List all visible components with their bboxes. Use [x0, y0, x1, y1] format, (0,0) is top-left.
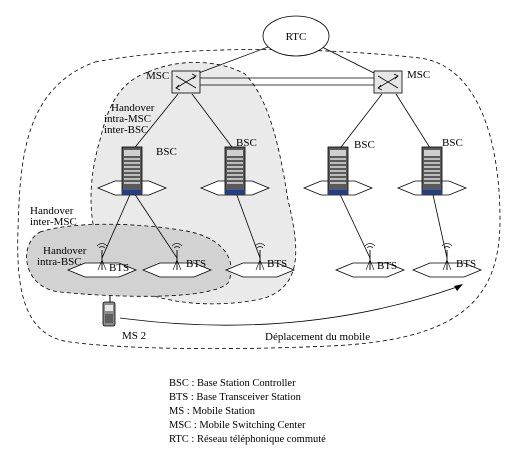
- movement-arrow: [119, 285, 461, 326]
- mobile-phone-icon: [102, 296, 116, 327]
- msc-left-label: MSC: [146, 70, 169, 82]
- bts5-label: BTS: [456, 258, 476, 270]
- intra-msc-handover-label-3: inter-BSC: [104, 124, 148, 136]
- legend-item: MS : Mobile Station: [169, 406, 256, 417]
- legend-item: BTS : Base Transceiver Station: [169, 392, 302, 403]
- msc-right-label: MSC: [407, 69, 430, 81]
- movement-label: Déplacement du mobile: [265, 331, 370, 343]
- bts2-label: BTS: [186, 258, 206, 270]
- legend-item: RTC : Réseau téléphonique commuté: [169, 434, 326, 445]
- ms-label: MS 2: [122, 330, 146, 342]
- bsc4-label: BSC: [442, 137, 463, 149]
- movement-arrowhead-icon: [454, 284, 463, 291]
- rtc-node: [262, 15, 330, 57]
- bsc4-server-icon: [421, 146, 443, 195]
- legend: BSC : Base Station Controller BTS : Base…: [169, 378, 326, 445]
- intra-bsc-handover-label-2: intra-BSC: [37, 256, 82, 268]
- bts4-label: BTS: [377, 260, 397, 272]
- inter-msc-region: [17, 49, 501, 350]
- intra-bsc-region: [26, 223, 232, 297]
- inter-msc-handover-label-1: Handover: [30, 205, 74, 217]
- rtc-label: RTC: [286, 31, 307, 43]
- intra-bsc-handover-label-1: Handover: [43, 245, 87, 257]
- bts1-label: BTS: [109, 262, 129, 274]
- bsc2-label: BSC: [236, 137, 257, 149]
- msc-left-switch-icon: [171, 70, 201, 94]
- bsc1-server-icon: [121, 146, 143, 195]
- bsc3-label: BSC: [354, 139, 375, 151]
- intra-msc-handover-label-1: Handover: [111, 102, 155, 114]
- legend-item: BSC : Base Station Controller: [169, 378, 296, 389]
- bsc3-server-icon: [327, 146, 349, 195]
- intra-msc-handover-label-2: intra-MSC: [104, 113, 151, 125]
- network-links: [101, 43, 448, 259]
- inter-msc-handover-label-2: inter-MSC: [30, 216, 77, 228]
- bts3-label: BTS: [267, 258, 287, 270]
- msc-right-switch-icon: [373, 70, 403, 94]
- legend-item: MSC : Mobile Switching Center: [169, 420, 306, 431]
- bsc2-server-icon: [224, 146, 246, 195]
- bsc1-label: BSC: [156, 146, 177, 158]
